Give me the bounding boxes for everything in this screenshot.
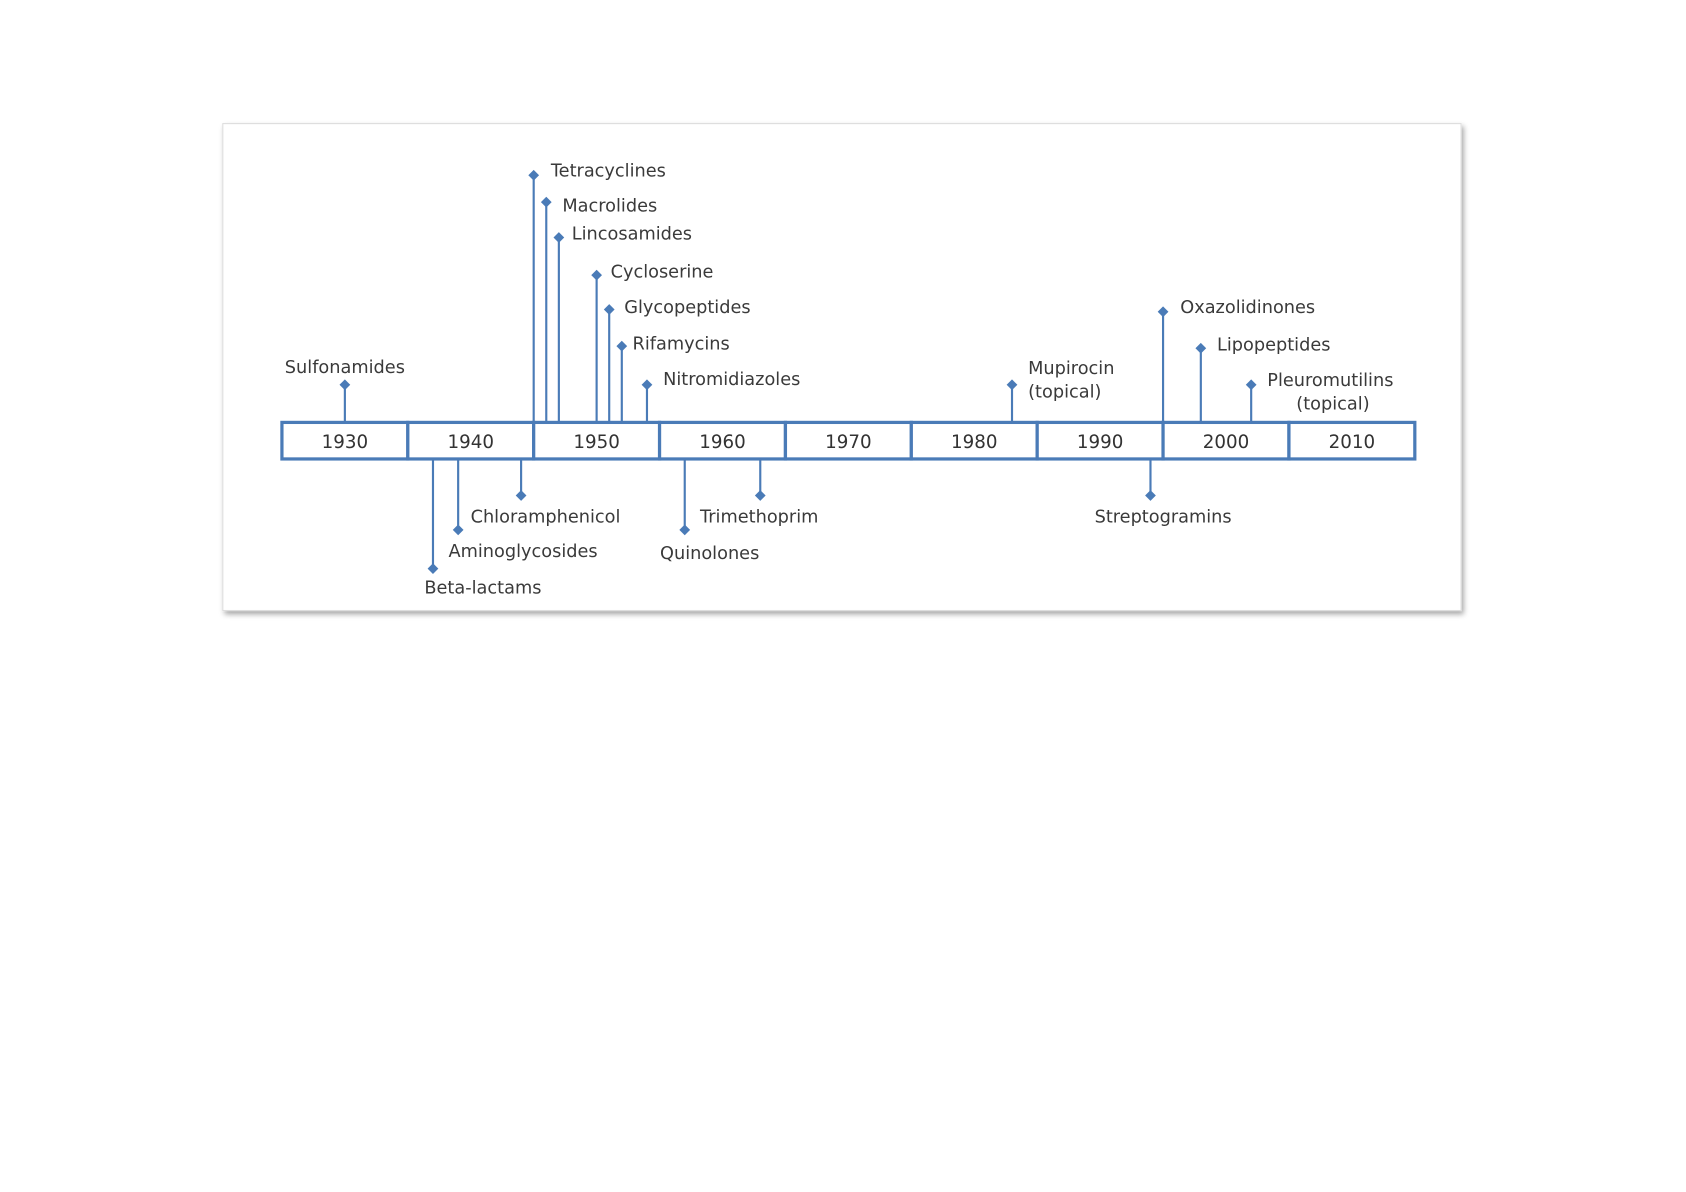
decade-label: 1940 xyxy=(447,432,494,453)
event-chloramphenicol: Chloramphenicol xyxy=(471,458,621,527)
decade-bar: 1930 1940 1950 1960 1970 1980 1990 2000 2010 xyxy=(280,420,1417,461)
decade-cell xyxy=(1161,420,1291,461)
event-label: Aminoglycosides xyxy=(448,542,597,562)
diamond-icon xyxy=(591,269,602,281)
event-rifamycins: Rifamycins xyxy=(616,334,730,423)
event-cycloserine: Cycloserine xyxy=(591,262,714,423)
decade-label: 2000 xyxy=(1203,432,1250,453)
event-mupirocin: Mupirocin (topical) xyxy=(1006,359,1114,423)
diamond-icon xyxy=(1195,342,1207,354)
event-label: Oxazolidinones xyxy=(1180,298,1315,318)
event-tetracyclines: Tetracyclines xyxy=(528,161,666,423)
diamond-icon xyxy=(339,379,351,391)
event-label: Mupirocin xyxy=(1028,359,1114,379)
event-pleuromutilins: Pleuromutilins (topical) xyxy=(1245,371,1393,423)
event-label: Rifamycins xyxy=(633,334,730,354)
event-label: Lincosamides xyxy=(572,225,692,245)
event-label: Sulfonamides xyxy=(285,358,405,378)
event-sulfonamides: Sulfonamides xyxy=(285,358,405,423)
event-label-note: (topical) xyxy=(1028,383,1101,403)
event-beta-lactams: Beta-lactams xyxy=(424,458,541,598)
event-label: Beta-lactams xyxy=(424,578,541,598)
diamond-icon xyxy=(754,490,766,501)
diamond-icon xyxy=(540,196,552,208)
event-label: Chloramphenicol xyxy=(471,507,621,527)
decade-label: 2010 xyxy=(1329,432,1376,453)
diamond-icon xyxy=(528,169,540,181)
event-streptogramins: Streptogramins xyxy=(1095,458,1232,527)
event-label-note: (topical) xyxy=(1296,395,1369,415)
decade-label: 1980 xyxy=(951,432,998,453)
decade-label: 1950 xyxy=(573,432,620,453)
event-label: Glycopeptides xyxy=(624,298,750,318)
event-label: Tetracyclines xyxy=(550,161,666,181)
event-label: Cycloserine xyxy=(611,262,714,282)
decade-label: 1970 xyxy=(825,432,871,453)
diamond-icon xyxy=(1006,379,1018,391)
diagram-card xyxy=(222,123,1462,612)
event-oxazolidinones: Oxazolidinones xyxy=(1157,298,1315,423)
decade-label: 1930 xyxy=(322,432,369,453)
event-trimethoprim: Trimethoprim xyxy=(699,458,818,527)
diamond-icon xyxy=(616,340,628,352)
event-lincosamides: Lincosamides xyxy=(553,225,692,423)
diamond-icon xyxy=(515,490,527,501)
decade-cell xyxy=(280,420,410,461)
decade-cell xyxy=(783,420,913,461)
diamond-icon xyxy=(427,563,439,574)
decade-cell xyxy=(406,420,536,461)
diamond-icon xyxy=(1245,379,1257,391)
event-glycopeptides: Glycopeptides xyxy=(603,298,751,423)
event-label: Trimethoprim xyxy=(699,507,818,527)
event-label: Macrolides xyxy=(562,197,657,217)
decade-label: 1990 xyxy=(1077,432,1124,453)
decade-cell xyxy=(1287,420,1417,461)
event-lipopeptides: Lipopeptides xyxy=(1195,335,1331,423)
decade-label: 1960 xyxy=(699,432,746,453)
diamond-icon xyxy=(1145,490,1156,501)
event-label: Nitromidiazoles xyxy=(663,370,800,390)
event-label: Streptogramins xyxy=(1095,507,1232,527)
event-macrolides: Macrolides xyxy=(540,196,657,423)
event-label: Pleuromutilins xyxy=(1267,371,1393,391)
event-label: Quinolones xyxy=(660,544,759,564)
decade-cell xyxy=(1035,420,1165,461)
event-label: Lipopeptides xyxy=(1217,335,1331,355)
diamond-icon xyxy=(1157,306,1169,318)
